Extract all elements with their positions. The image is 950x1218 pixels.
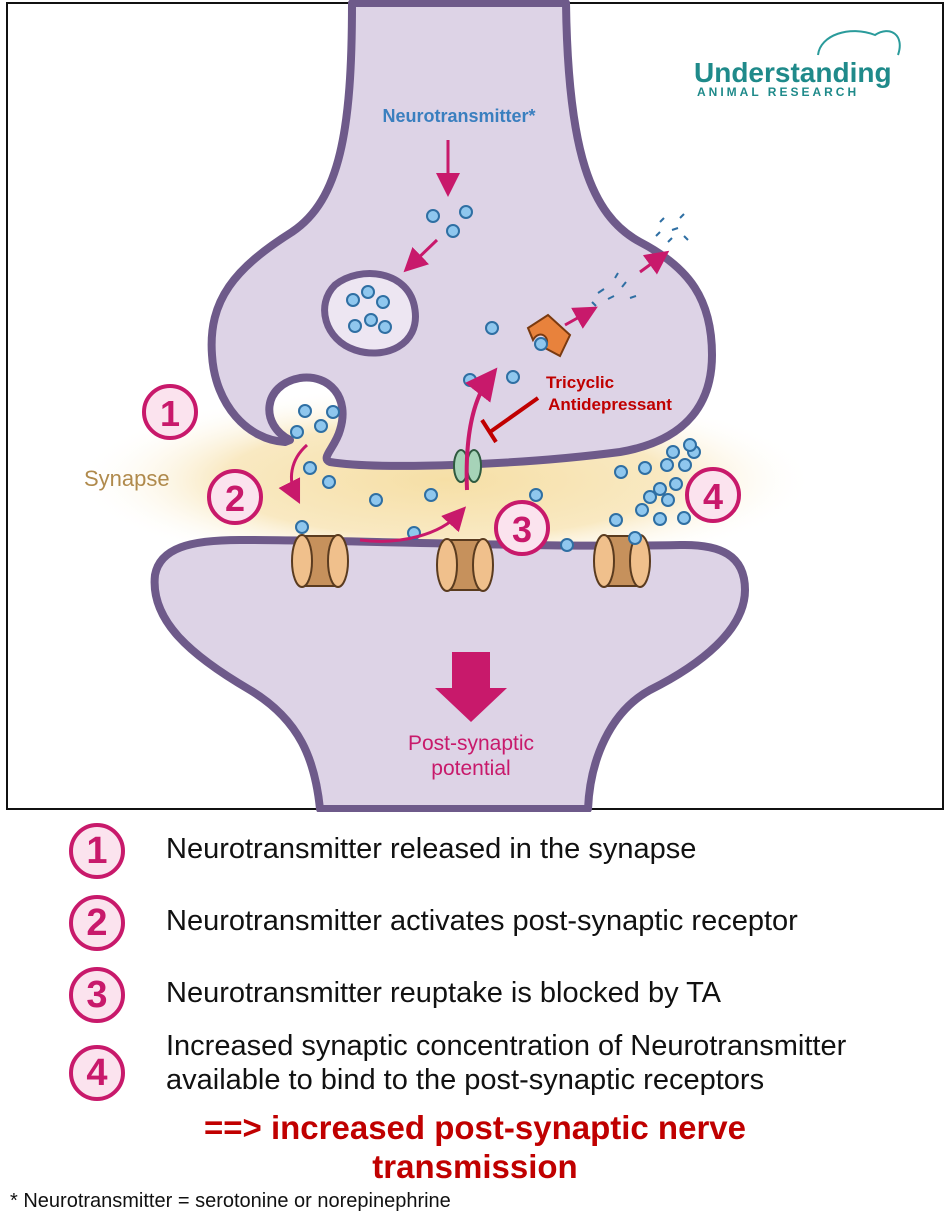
mouse-icon (817, 30, 901, 56)
neurotransmitter-molecule (463, 373, 477, 387)
neurotransmitter-molecule (303, 461, 317, 475)
inhibition-arrow (480, 396, 540, 444)
neurotransmitter-molecule (326, 405, 340, 419)
step-marker-1: 1 (142, 384, 198, 440)
neurotransmitter-molecule (653, 512, 667, 526)
neurotransmitter-molecule (683, 438, 697, 452)
neurotransmitter-molecule (635, 503, 649, 517)
postsynaptic-receptor (593, 534, 651, 588)
synapse-diagram: 1 2 3 4 Neurotransmitter* Synapse Tricyc… (6, 0, 944, 812)
conclusion-line1: ==> increased post-synaptic nerve (203, 1109, 746, 1146)
neurotransmitter-molecule (628, 531, 642, 545)
neurotransmitter-molecule (678, 458, 692, 472)
neurotransmitter-molecule (361, 285, 375, 299)
postsynaptic-receptor (291, 534, 349, 588)
neurotransmitter-molecule (666, 445, 680, 459)
neurotransmitter-molecule (643, 490, 657, 504)
neurotransmitter-molecule (560, 538, 574, 552)
neurotransmitter-molecule (661, 493, 675, 507)
understanding-animal-research-logo: Understanding ANIMAL RESEARCH (694, 30, 901, 99)
degraded-fragments (591, 213, 689, 307)
neurotransmitter-molecule (424, 488, 438, 502)
presynaptic-neuron (207, 0, 716, 470)
tca-label-line1: Tricyclic (546, 373, 614, 392)
step-marker-3: 3 (494, 500, 550, 556)
neurotransmitter-molecule (346, 293, 360, 307)
logo-title: Understanding (694, 57, 892, 88)
legend-text-2: Neurotransmitter activates post-synaptic… (166, 905, 798, 937)
synapse-label: Synapse (84, 466, 170, 491)
legend-number-2: 2 (69, 895, 125, 951)
step-marker-4: 4 (685, 467, 741, 523)
neurotransmitter-molecule (426, 209, 440, 223)
neurotransmitter-molecule (376, 295, 390, 309)
legend-text-1: Neurotransmitter released in the synapse (166, 833, 697, 865)
neurotransmitter-molecule (529, 488, 543, 502)
conclusion-line2: transmission (372, 1148, 578, 1185)
neurotransmitter-molecule (314, 419, 328, 433)
step-number-4: 4 (703, 476, 723, 517)
neurotransmitter-molecule (322, 475, 336, 489)
legend-text-4b: available to bind to the post-synaptic r… (166, 1064, 765, 1096)
footnote: * Neurotransmitter = serotonine or norep… (10, 1190, 451, 1212)
logo-subtitle: ANIMAL RESEARCH (697, 85, 859, 99)
neurotransmitter-molecule (298, 404, 312, 418)
legend-text-4a: Increased synaptic concentration of Neur… (166, 1030, 847, 1062)
legend-number-1: 1 (69, 823, 125, 879)
step-number-1: 1 (160, 393, 180, 434)
neurotransmitter-molecule (669, 477, 683, 491)
neurotransmitter-molecule (677, 511, 691, 525)
neurotransmitter-molecule (369, 493, 383, 507)
neurotransmitter-molecules (290, 205, 701, 552)
neurotransmitter-molecule (459, 205, 473, 219)
conclusion: ==> increased post-synaptic nerve transm… (0, 1108, 950, 1186)
post-synaptic-arrow-icon (435, 652, 507, 722)
step-marker-2: 2 (207, 469, 263, 525)
legend-number-4: 4 (69, 1045, 125, 1101)
mao-enzyme-icon (526, 313, 572, 358)
neurotransmitter-molecule (609, 513, 623, 527)
legend-text-3: Neurotransmitter reuptake is blocked by … (166, 977, 722, 1009)
process-arrows (278, 140, 670, 543)
neurotransmitter-molecule (348, 319, 362, 333)
neurotransmitter-molecule (638, 461, 652, 475)
post-synaptic-label-line2: potential (431, 757, 510, 780)
neurotransmitter-molecule (653, 482, 667, 496)
step-number-2: 2 (225, 478, 245, 519)
neurotransmitter-molecule (364, 313, 378, 327)
post-synaptic-label-line1: Post-synaptic (408, 732, 534, 755)
neurotransmitter-molecule (660, 458, 674, 472)
neurotransmitter-molecule (446, 224, 460, 238)
neurotransmitter-molecule (506, 370, 520, 384)
neurotransmitter-molecule (614, 465, 628, 479)
tca-label-line2: Antidepressant (548, 395, 672, 414)
neurotransmitter-molecule (534, 337, 548, 351)
neurotransmitter-molecule (485, 321, 499, 335)
legend-number-3: 3 (69, 967, 125, 1023)
step-number-3: 3 (512, 509, 532, 550)
postsynaptic-receptor (436, 538, 494, 592)
neurotransmitter-molecule (295, 520, 309, 534)
neurotransmitter-label: Neurotransmitter* (382, 106, 535, 126)
neurotransmitter-molecule (378, 320, 392, 334)
neurotransmitter-molecule (290, 425, 304, 439)
